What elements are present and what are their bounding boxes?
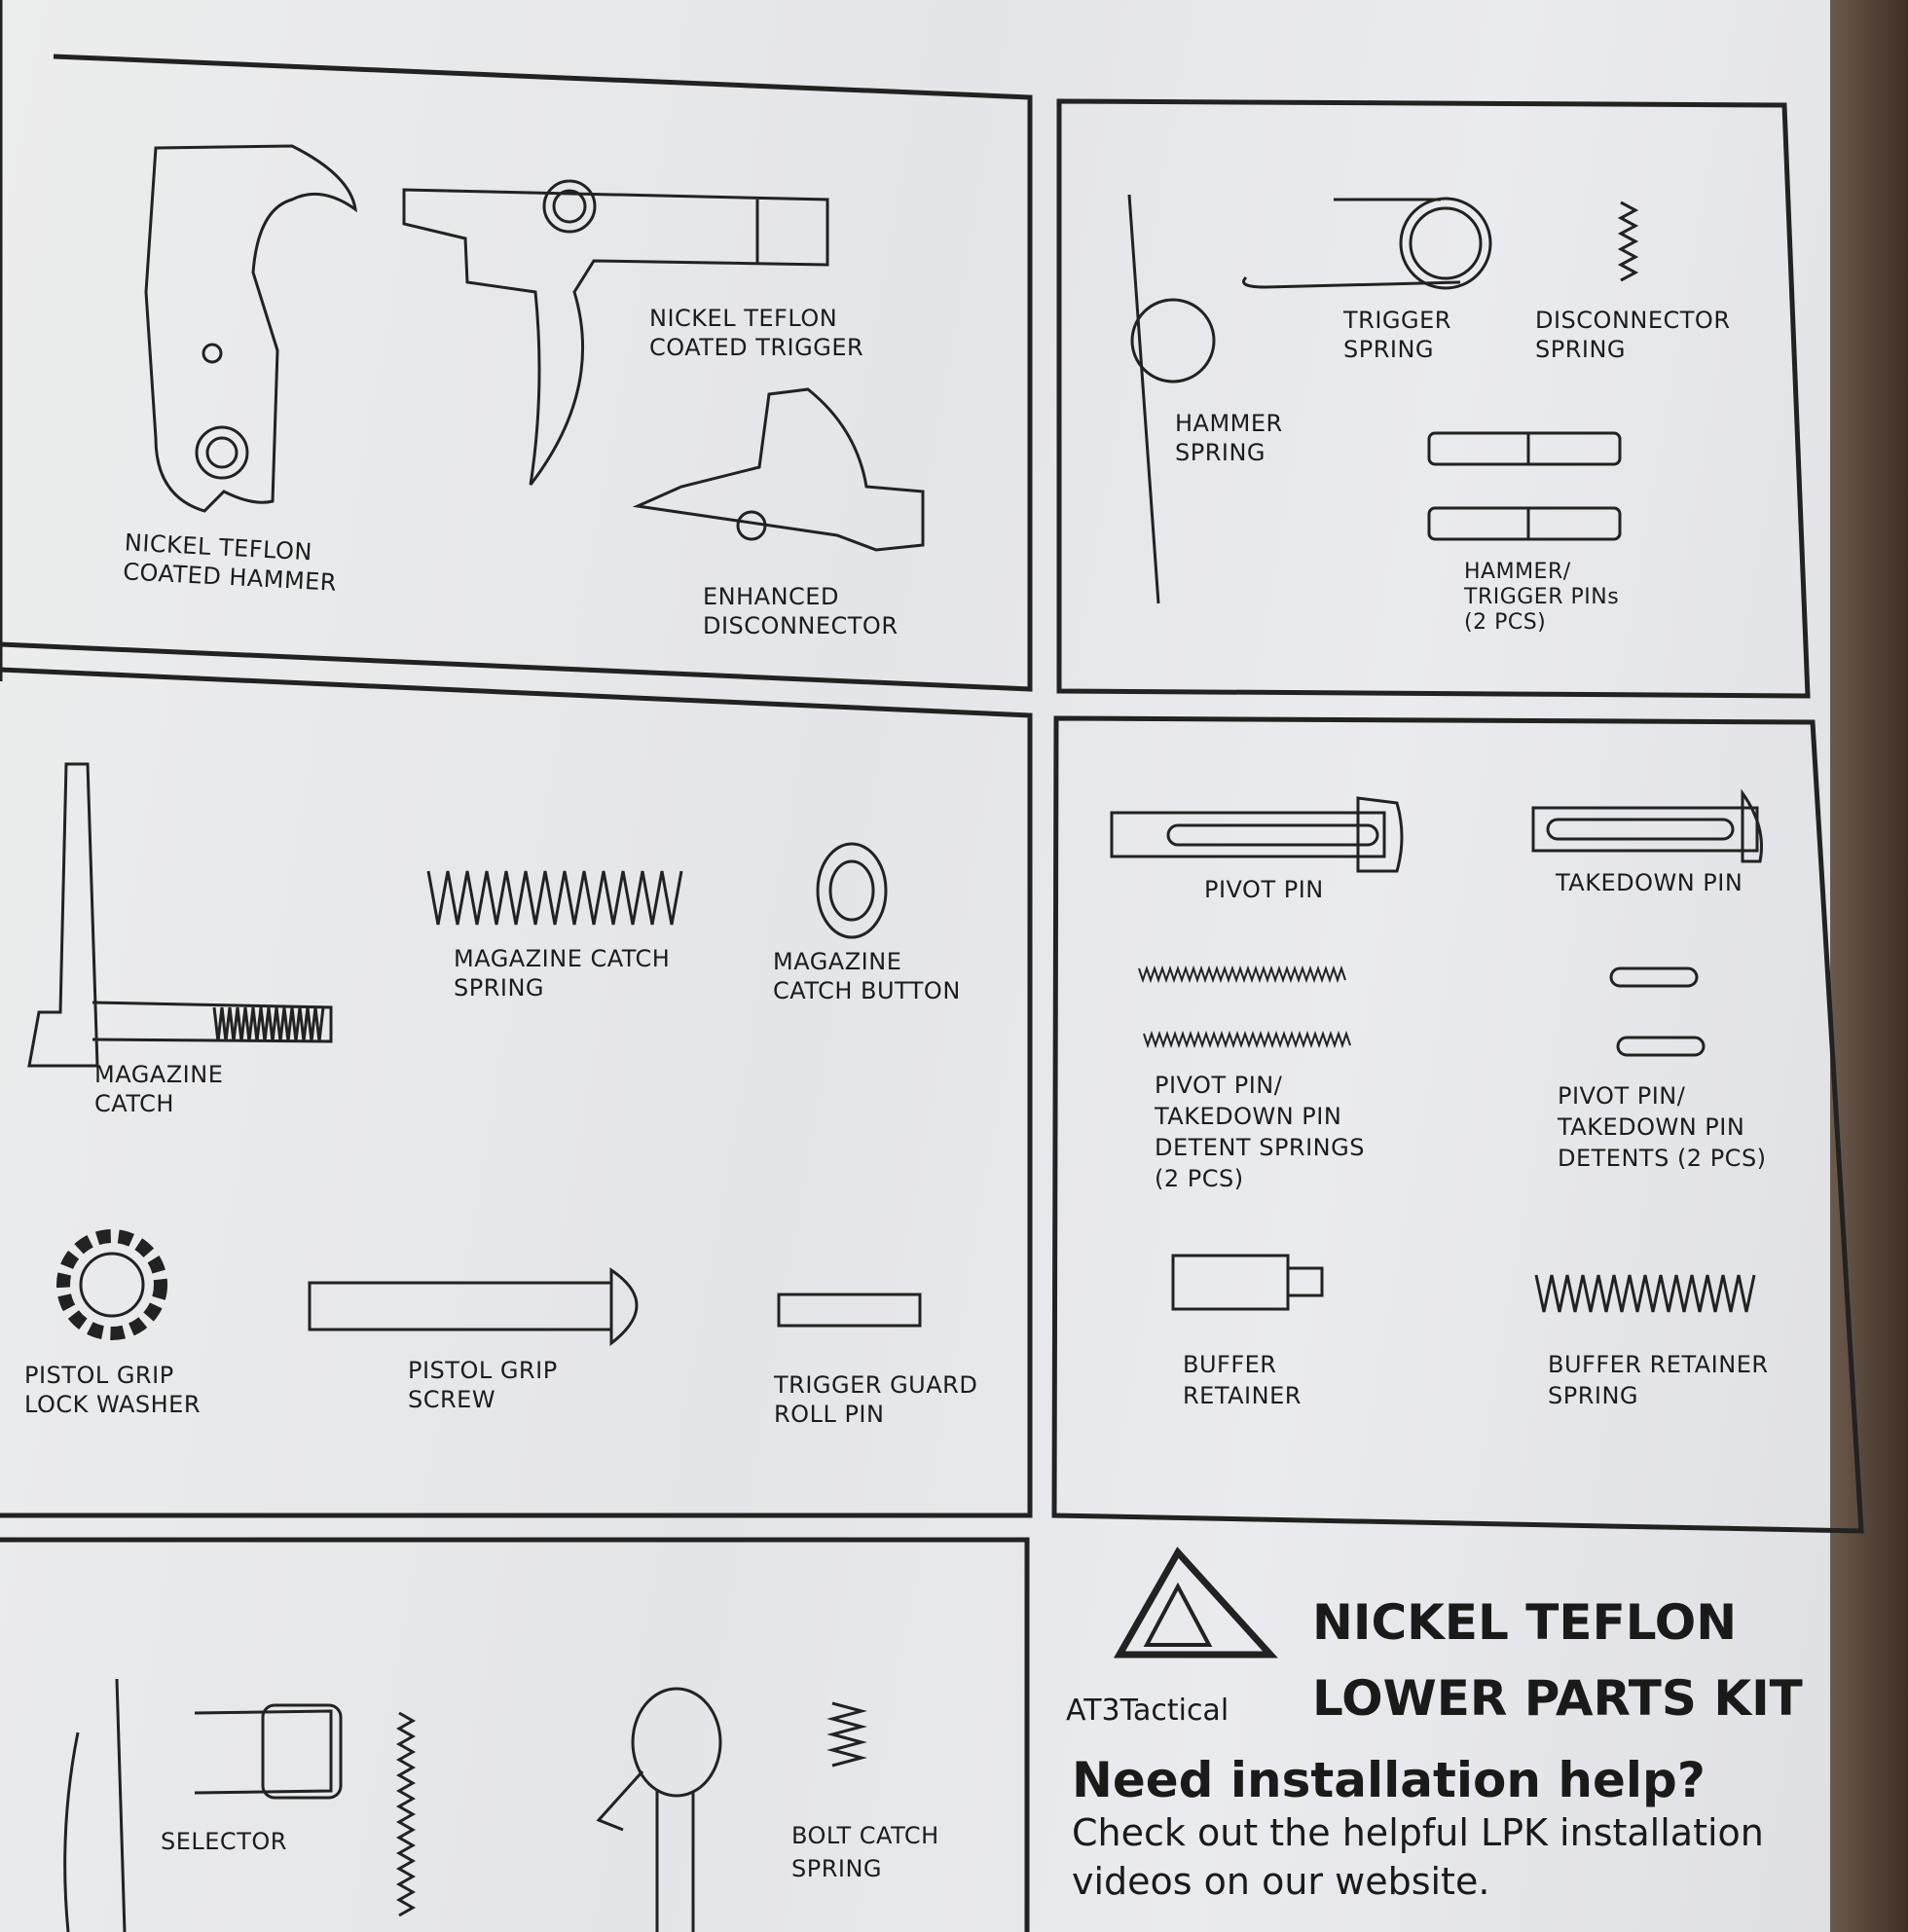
magazine-catch-drawing — [27, 762, 333, 1068]
help-heading: Need installation help? — [1072, 1752, 1706, 1808]
label-disconnector-spring: DISCONNECTOR SPRING — [1535, 307, 1731, 363]
detent-drawing — [1616, 1036, 1706, 1057]
label-trigger: NICKEL TEFLON COATED TRIGGER — [649, 305, 864, 361]
label-magazine-catch-button: MAGAZINE CATCH BUTTON — [773, 948, 961, 1004]
label-takedown-pin: TAKEDOWN PIN — [1556, 869, 1743, 896]
label-lock-washer: PISTOL GRIP LOCK WASHER — [24, 1362, 201, 1418]
label-bolt-catch-spring: BOLT CATCH SPRING — [791, 1822, 939, 1882]
hammer-spring-drawing — [1127, 194, 1160, 604]
detent-drawing — [1609, 966, 1699, 988]
trigger-drawing — [402, 188, 829, 486]
label-selector: SELECTOR — [161, 1828, 287, 1855]
instruction-sheet — [0, 0, 1835, 1932]
selector-drawing — [63, 1678, 333, 1932]
takedown-pin-drawing — [1531, 806, 1759, 853]
help-body: Check out the helpful LPK installation v… — [1072, 1811, 1764, 1903]
label-detents: PIVOT PIN/ TAKEDOWN PIN DETENTS (2 PCS) — [1558, 1082, 1767, 1172]
bolt-catch-drawing — [631, 1687, 722, 1798]
kit-title: NICKEL TEFLON LOWER PARTS KIT — [1312, 1594, 1803, 1727]
label-pins: HAMMER/ TRIGGER PINs (2 PCS) — [1464, 560, 1620, 635]
disconnector-drawing — [632, 387, 925, 552]
buffer-retainer-spring-drawing — [1534, 1274, 1756, 1313]
label-disconnector: ENHANCED DISCONNECTOR — [703, 583, 899, 639]
magazine-catch-spring-drawing — [426, 870, 683, 926]
panel-borders — [0, 0, 1864, 1932]
label-buffer-retainer-spring: BUFFER RETAINER SPRING — [1548, 1351, 1769, 1409]
label-magazine-catch: MAGAZINE CATCH — [94, 1061, 224, 1117]
label-roll-pin: TRIGGER GUARD ROLL PIN — [774, 1371, 978, 1428]
grip-screw-drawing — [308, 1281, 613, 1331]
at3-logo — [1113, 1547, 1278, 1659]
label-grip-screw: PISTOL GRIP SCREW — [408, 1357, 558, 1413]
hammer-drawing — [144, 144, 357, 513]
label-pivot-pin: PIVOT PIN — [1204, 876, 1324, 903]
label-detent-springs: PIVOT PIN/ TAKEDOWN PIN DETENT SPRINGS (… — [1155, 1072, 1365, 1192]
label-buffer-retainer: BUFFER RETAINER — [1183, 1351, 1302, 1409]
trigger-spring-drawing — [1242, 198, 1461, 289]
magazine-catch-button-drawing — [816, 842, 888, 939]
detent-spring-drawing — [1138, 965, 1346, 984]
pin-drawing — [1427, 431, 1622, 466]
roll-pin-drawing — [777, 1293, 922, 1328]
lock-washer-drawing — [56, 1229, 167, 1340]
label-hammer-spring: HAMMER SPRING — [1175, 410, 1283, 466]
detent-spring-drawing — [1143, 1030, 1351, 1049]
label-magazine-catch-spring: MAGAZINE CATCH SPRING — [454, 945, 671, 1002]
buffer-retainer-drawing — [1171, 1254, 1290, 1311]
pivot-pin-drawing — [1110, 811, 1386, 858]
label-trigger-spring: TRIGGER SPRING — [1343, 307, 1451, 363]
bolt-catch-spring-drawing — [826, 1701, 867, 1768]
disconnector-spring-drawing — [1617, 200, 1639, 282]
brand-name: AT3Tactical — [1066, 1694, 1229, 1728]
table-surface — [1830, 0, 1908, 1932]
label-hammer: NICKEL TEFLON COATED HAMMER — [122, 529, 338, 597]
pin-drawing — [1427, 506, 1622, 541]
